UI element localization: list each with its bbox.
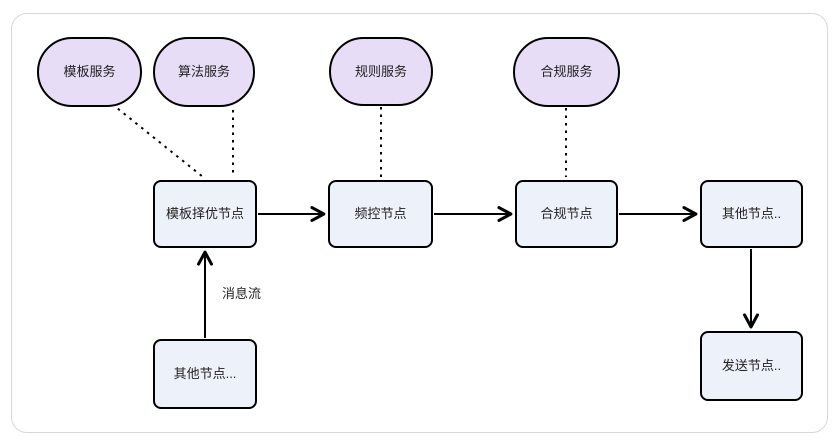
edge-label-message-flow: 消息流	[220, 283, 264, 302]
node-freq-control-label: 频控节点	[354, 206, 407, 222]
node-other-bottom: 其他节点...	[153, 339, 257, 409]
service-rule: 规则服务	[329, 37, 433, 106]
node-other-bottom-label: 其他节点...	[173, 366, 237, 382]
service-compliance-label: 合规服务	[540, 64, 593, 80]
node-freq-control: 频控节点	[328, 180, 433, 248]
node-compliance: 合规节点	[515, 180, 618, 248]
node-send-label: 发送节点..	[721, 358, 782, 374]
service-template: 模板服务	[37, 37, 142, 107]
node-other-top: 其他节点..	[700, 180, 803, 248]
service-algorithm-label: 算法服务	[177, 64, 230, 80]
node-send: 发送节点..	[700, 331, 803, 401]
node-template-select: 模板择优节点	[153, 180, 257, 248]
service-rule-label: 规则服务	[354, 63, 407, 79]
service-template-label: 模板服务	[63, 64, 116, 80]
node-compliance-label: 合规节点	[540, 206, 593, 222]
edge-service-template-to-node-template-select	[111, 103, 204, 178]
service-algorithm: 算法服务	[153, 37, 255, 107]
service-compliance: 合规服务	[513, 37, 620, 107]
node-template-select-label: 模板择优节点	[165, 206, 244, 222]
node-other-top-label: 其他节点..	[721, 206, 782, 222]
